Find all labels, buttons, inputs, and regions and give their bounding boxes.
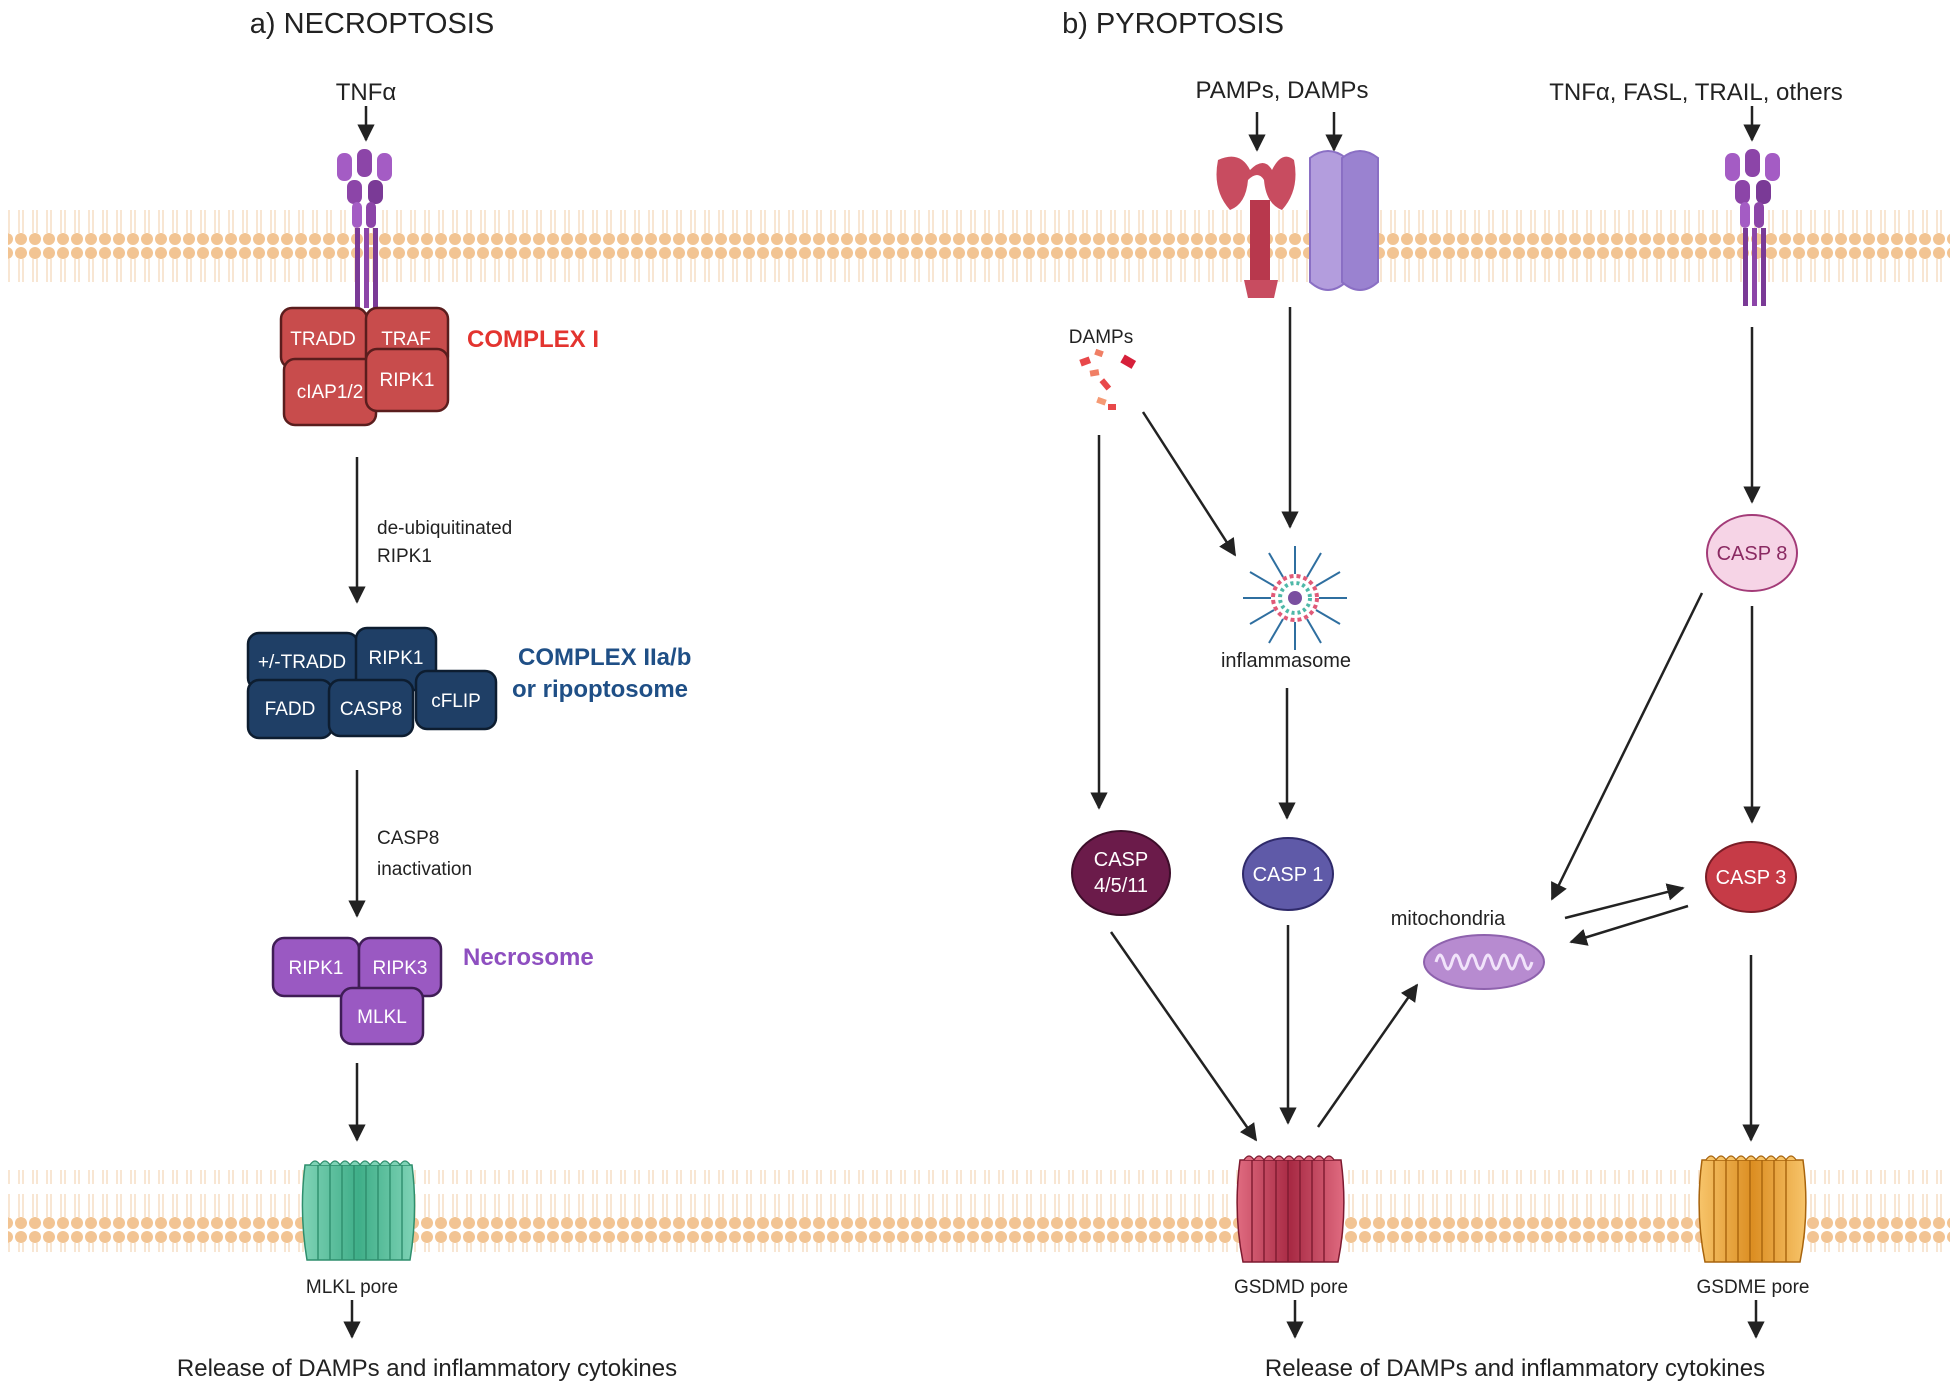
death-ligands-stimulus-label: TNFα, FASL, TRAIL, others [1549, 79, 1843, 106]
protein-ripk1-label: RIPK1 [289, 958, 344, 979]
protein-ciap12-label: cIAP1/2 [297, 382, 364, 403]
top-membrane [8, 205, 1950, 287]
protein-mlkl [339, 986, 425, 1046]
protein-ripk1 [364, 347, 450, 413]
complex-i: TRADD TRAF cIAP1/2 RIPK1 [279, 306, 450, 427]
protein-ripk1-label: RIPK1 [369, 648, 424, 669]
protein-cflip [414, 669, 498, 731]
pamps-damps-stimulus-label: PAMPs, DAMPs [1196, 77, 1369, 104]
arrow-casp4511-to-gsdmd [1109, 931, 1258, 1142]
channel-receptor-icon [1309, 150, 1379, 291]
arrow-mitochondria-to-casp3 [1564, 883, 1685, 920]
pyroptosis-title: b) PYROPTOSIS [1062, 8, 1284, 40]
casp1-label: CASP 1 [1253, 864, 1324, 886]
inflammasome-label: inflammasome [1221, 650, 1351, 672]
protein-casp8 [327, 678, 415, 738]
mlkl-pore-icon [301, 1160, 416, 1261]
damps-label: DAMPs [1069, 327, 1133, 348]
complex-ii: +/-TRADD RIPK1 FADD CASP8 cFLIP [246, 626, 498, 740]
complex-i-label: COMPLEX I [467, 326, 599, 353]
complex-ii-label-line2: or ripoptosome [512, 676, 688, 703]
protein-cflip-label: cFLIP [431, 691, 481, 712]
protein-ripk1-label: RIPK1 [380, 370, 435, 391]
protein-tradd-label: TRADD [290, 329, 355, 350]
necrosome: RIPK1 RIPK3 MLKL [271, 936, 443, 1046]
damps-icon [1079, 348, 1137, 410]
death-receptor-icon [1725, 149, 1780, 306]
casp4511-node [1071, 830, 1171, 916]
inflammasome-icon [1243, 546, 1347, 650]
gsdmd-pore-icon [1236, 1155, 1345, 1263]
necroptosis-release-label: Release of DAMPs and inflammatory cytoki… [177, 1355, 677, 1382]
step-casp8-line1: CASP8 [377, 828, 439, 849]
arrow-casp8-to-mitochondria [1550, 592, 1704, 901]
complex-ii-label-line1: COMPLEX IIa/b [518, 644, 691, 671]
protein-fadd-label: FADD [265, 699, 316, 720]
casp8-label: CASP 8 [1717, 543, 1788, 565]
gsdme-pore-label: GSDME pore [1697, 1277, 1810, 1298]
tnf-receptor-icon [337, 149, 392, 308]
casp3-node [1705, 841, 1797, 913]
casp1-node [1242, 837, 1334, 911]
tlr-receptor-icon [1216, 156, 1296, 298]
casp4511-label-line1: CASP [1094, 849, 1148, 871]
gsdmd-pore-label: GSDMD pore [1234, 1277, 1348, 1298]
pyroptosis-release-label: Release of DAMPs and inflammatory cytoki… [1265, 1355, 1765, 1382]
mitochondria-label: mitochondria [1391, 908, 1506, 930]
tnf-stimulus-label: TNFα [336, 79, 397, 106]
mitochondria-icon [1423, 934, 1545, 990]
necrosome-label: Necrosome [463, 944, 594, 971]
gsdme-pore-icon [1698, 1155, 1807, 1263]
protein-traf-label: TRAF [381, 329, 431, 350]
bottom-membrane [8, 1170, 1950, 1252]
step-deubiquitinated-line2: RIPK1 [377, 546, 432, 567]
protein-mlkl-label: MLKL [357, 1007, 407, 1028]
casp3-label: CASP 3 [1716, 867, 1787, 889]
arrow-gsdmd-to-mitochondria [1316, 983, 1419, 1128]
casp4511-label-line2: 4/5/11 [1094, 875, 1148, 897]
arrow-casp3-to-mitochondria [1569, 904, 1689, 946]
protein-tradd-optional-label: +/-TRADD [258, 652, 346, 673]
protein-casp8-label: CASP8 [340, 699, 402, 720]
mlkl-pore-label: MLKL pore [306, 1277, 398, 1298]
casp8-node [1706, 514, 1798, 592]
arrow-damps-to-inflammasome [1141, 411, 1237, 557]
step-deubiquitinated-line1: de-ubiquitinated [377, 518, 512, 539]
step-casp8-line2: inactivation [377, 859, 472, 880]
necroptosis-title: a) NECROPTOSIS [250, 8, 494, 40]
protein-ripk3-label: RIPK3 [373, 958, 428, 979]
